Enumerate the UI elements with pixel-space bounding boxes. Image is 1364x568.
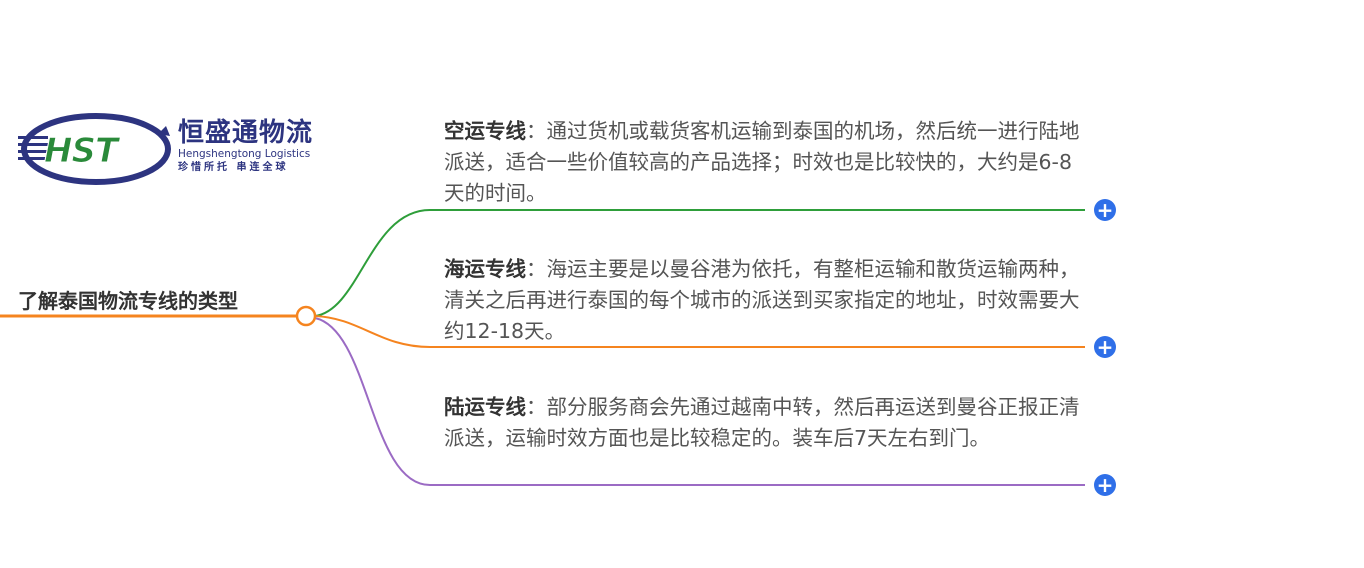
topic-separator: ： — [526, 119, 547, 143]
expand-button-air[interactable]: + — [1094, 199, 1116, 221]
plus-icon: + — [1096, 473, 1114, 497]
svg-text:HST: HST — [44, 131, 121, 171]
topic-text: 部分服务商会先通过越南中转，然后再运送到曼谷正报正清派送，运输时效方面也是比较稳… — [444, 395, 1080, 450]
logo-english-name: Hengshengtong Logistics — [178, 148, 311, 160]
branch-line-land — [314, 317, 1085, 486]
topic-title: 陆运专线 — [444, 395, 526, 419]
root-collapse-node[interactable] — [295, 305, 317, 327]
topic-title: 海运专线 — [444, 257, 526, 281]
expand-button-land[interactable]: + — [1094, 474, 1116, 496]
plus-icon: + — [1096, 335, 1114, 359]
branch-line-air — [314, 209, 1085, 317]
topic-sea-freight[interactable]: 海运专线：海运主要是以曼谷港为依托，有整柜运输和散货运输两种，清关之后再进行泰国… — [444, 254, 1084, 347]
logo-slogan: 珍惜所托 串连全球 — [178, 162, 289, 173]
root-topic[interactable]: 了解泰国物流专线的类型 — [18, 289, 238, 313]
topic-separator: ： — [526, 257, 547, 281]
expand-button-sea[interactable]: + — [1094, 336, 1116, 358]
logo-chinese-name: 恒盛通物流 — [178, 118, 314, 148]
topic-separator: ： — [526, 395, 547, 419]
branch-line-sea — [314, 315, 1085, 348]
plus-icon: + — [1096, 198, 1114, 222]
topic-text: 通过货机或载货客机运输到泰国的机场，然后统一进行陆地派送，适合一些价值较高的产品… — [444, 119, 1080, 205]
hst-logo-mark: HST — [18, 113, 171, 185]
topic-title: 空运专线 — [444, 119, 526, 143]
topic-air-freight[interactable]: 空运专线：通过货机或载货客机运输到泰国的机场，然后统一进行陆地派送，适合一些价值… — [444, 116, 1084, 209]
topic-land-freight[interactable]: 陆运专线：部分服务商会先通过越南中转，然后再运送到曼谷正报正清派送，运输时效方面… — [444, 392, 1084, 454]
topic-text: 海运主要是以曼谷港为依托，有整柜运输和散货运输两种，清关之后再进行泰国的每个城市… — [444, 257, 1080, 343]
